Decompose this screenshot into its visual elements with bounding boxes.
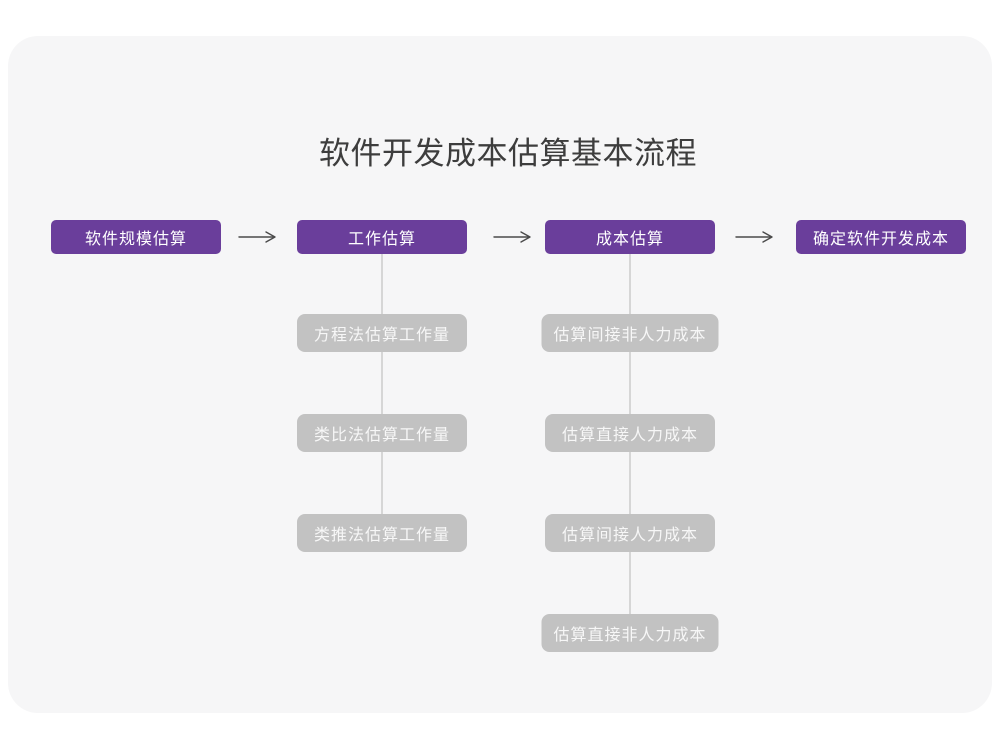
- sub-node-indirect-nonlabor-cost: 估算间接非人力成本: [541, 314, 719, 352]
- flow-node-software-scale-estimation: 软件规模估算: [51, 220, 221, 254]
- arrow-right-icon: [493, 231, 531, 243]
- diagram-title: 软件开发成本估算基本流程: [319, 136, 697, 171]
- sub-node-direct-labor-cost: 估算直接人力成本: [545, 414, 715, 452]
- connector-line-work-estimation: [381, 254, 383, 534]
- flow-node-determine-dev-cost: 确定软件开发成本: [796, 220, 966, 254]
- arrow-right-icon: [238, 231, 276, 243]
- sub-node-label: 类推法估算工作量: [313, 527, 450, 544]
- sub-node-label: 估算间接人力成本: [561, 527, 698, 544]
- flow-node-label: 确定软件开发成本: [812, 231, 949, 248]
- sub-node-indirect-labor-cost: 估算间接人力成本: [545, 514, 715, 552]
- flow-node-cost-estimation: 成本估算: [545, 220, 715, 254]
- sub-node-label: 估算直接非人力成本: [553, 627, 707, 644]
- flow-node-label: 成本估算: [595, 231, 664, 248]
- sub-node-label: 方程法估算工作量: [313, 327, 450, 344]
- sub-node-comparison-method: 类比法估算工作量: [297, 414, 467, 452]
- sub-node-label: 估算间接非人力成本: [553, 327, 707, 344]
- diagram-card: 软件开发成本估算基本流程 软件规模估算 工作估算 成本估算 确定软件开发成本 方…: [8, 36, 992, 713]
- flow-node-label: 软件规模估算: [84, 231, 187, 248]
- sub-node-label: 类比法估算工作量: [313, 427, 450, 444]
- flow-node-work-estimation: 工作估算: [297, 220, 467, 254]
- sub-node-equation-method: 方程法估算工作量: [297, 314, 467, 352]
- sub-node-label: 估算直接人力成本: [561, 427, 698, 444]
- sub-node-direct-nonlabor-cost: 估算直接非人力成本: [541, 614, 719, 652]
- sub-node-analogy-method: 类推法估算工作量: [297, 514, 467, 552]
- arrow-right-icon: [735, 231, 773, 243]
- flow-node-label: 工作估算: [347, 231, 416, 248]
